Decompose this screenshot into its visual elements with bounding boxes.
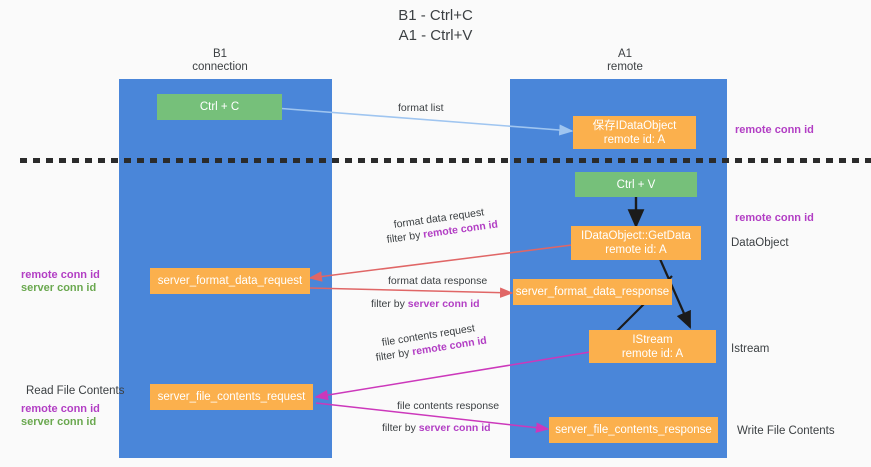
edge-label-file-contents-response: file contents response — [397, 400, 500, 412]
box-ctrl-v[interactable]: Ctrl + V — [575, 172, 697, 197]
edge-label-file-contents-response-filter: filter by server conn id — [382, 422, 491, 435]
left-label-remote-conn-id-2: remote conn id — [21, 403, 100, 415]
right-label-remote-conn-id-2: remote conn id — [735, 212, 814, 224]
box-server-format-data-response[interactable]: server_format_data_response — [513, 279, 672, 305]
edge-label-format-list: format list — [398, 102, 444, 114]
phase-divider — [20, 158, 871, 163]
right-label-write-file-contents: Write File Contents — [737, 425, 835, 437]
right-label-data-object: DataObject — [731, 237, 789, 249]
filter-prefix: filter by — [371, 298, 408, 310]
right-label-istream: Istream — [731, 343, 770, 355]
filter-prefix: filter by — [382, 422, 419, 434]
box-ctrl-c[interactable]: Ctrl + C — [157, 94, 282, 120]
edge-label-format-data-response: format data response — [388, 275, 488, 287]
box-server-file-contents-request[interactable]: server_file_contents_request — [150, 384, 313, 410]
box-idataobject-getdata[interactable]: IDataObject::GetData remote id: A — [571, 226, 701, 260]
left-label-read-file-contents: Read File Contents — [26, 385, 125, 397]
filter-prefix: filter by — [386, 228, 425, 246]
box-server-format-data-request[interactable]: server_format_data_request — [150, 268, 310, 294]
column-header-left: B1 connection — [192, 48, 248, 73]
box-server-file-contents-response[interactable]: server_file_contents_response — [549, 417, 718, 443]
edge-label-format-data-response-filter: filter by server conn id — [371, 298, 480, 311]
left-label-remote-conn-id: remote conn id — [21, 269, 100, 281]
filter-key-server-conn-id: server conn id — [418, 422, 491, 434]
left-label-server-conn-id: server conn id — [21, 282, 97, 294]
box-save-idataobject[interactable]: 保存IDataObject remote id: A — [573, 116, 696, 149]
filter-key-server-conn-id: server conn id — [407, 298, 480, 310]
filter-prefix: filter by — [375, 346, 414, 364]
left-label-server-conn-id-2: server conn id — [21, 416, 97, 428]
right-label-remote-conn-id-1: remote conn id — [735, 124, 814, 136]
column-header-right: A1 remote — [607, 48, 643, 73]
page-title: B1 - Ctrl+C A1 - Ctrl+V — [398, 7, 473, 44]
box-istream[interactable]: IStream remote id: A — [589, 330, 716, 363]
